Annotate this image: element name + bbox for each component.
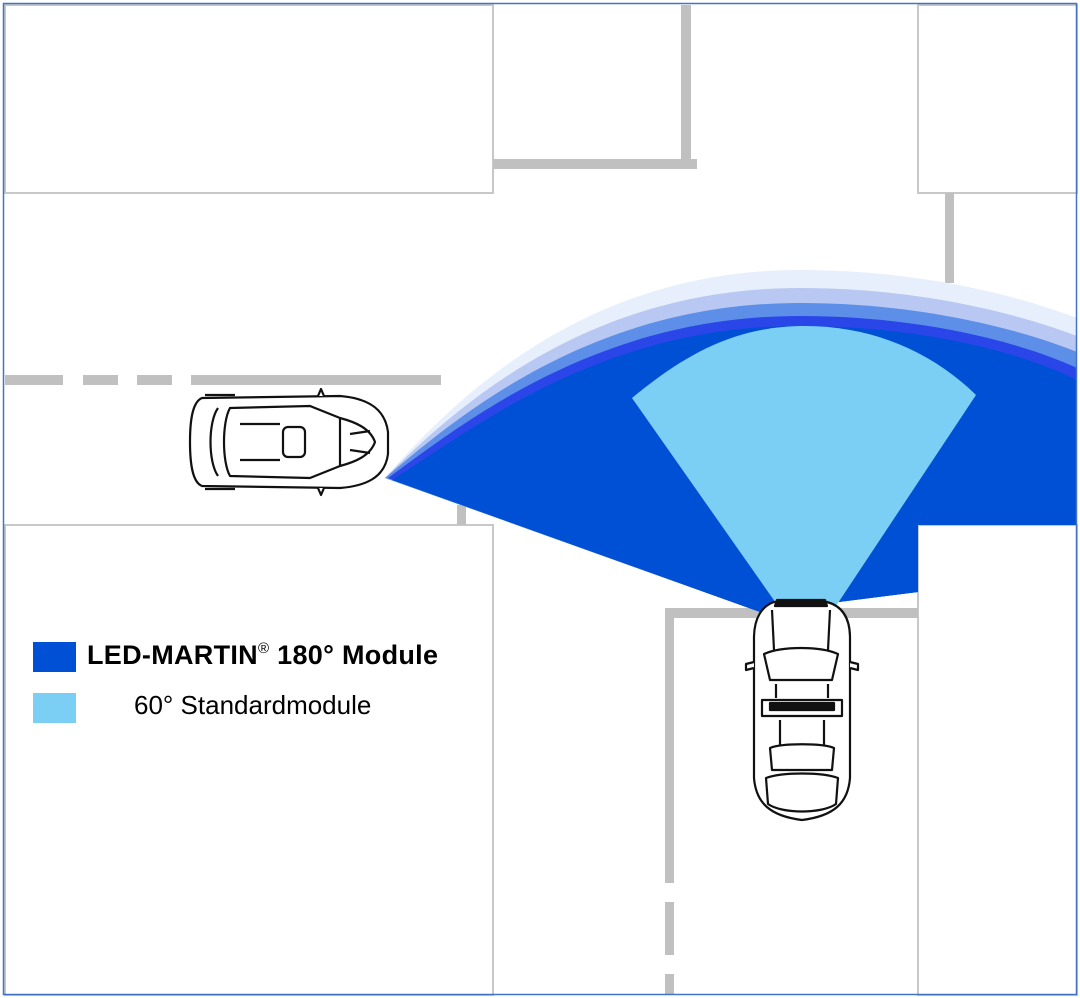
- lane-dash-3: [137, 375, 172, 385]
- bottom-car-front-bumper: [773, 598, 829, 608]
- lane-dash-bottom-1: [665, 902, 674, 955]
- bottom-car: [744, 598, 860, 822]
- road-line-left-stub: [457, 505, 466, 525]
- block-top-left: [4, 4, 494, 194]
- road-line-bottom-v: [665, 608, 674, 883]
- legend-swatch-60-module: [33, 693, 76, 723]
- bottom-car-trunk: [764, 772, 840, 813]
- city-blocks: [4, 4, 1078, 996]
- lane-dash-4: [191, 375, 441, 385]
- bottom-car-windshield: [762, 646, 840, 682]
- lane-dash-2: [83, 375, 118, 385]
- road-line-top-middle-v: [681, 5, 691, 169]
- legend-item-180-module: LED-MARTIN® 180° Module: [33, 638, 493, 692]
- legend-swatch-180-module: [33, 642, 76, 672]
- left-car-mirror-bottom: [316, 487, 326, 497]
- bottom-car-mirror-left: [744, 660, 755, 672]
- module-60-light-wedge: [632, 326, 976, 606]
- road-line-right-stub: [945, 193, 954, 283]
- legend: LED-MARTIN® 180° Module 60° Standardmodu…: [33, 638, 493, 746]
- legend-label-60-module: 60° Standardmodule: [134, 690, 372, 720]
- road-line-top-middle-h: [493, 159, 697, 169]
- left-car-sunroof: [281, 425, 307, 459]
- lane-dash-1: [5, 375, 63, 385]
- lane-dash-bottom-2: [665, 974, 674, 995]
- bottom-car-mirror-right: [849, 660, 860, 672]
- legend-item-60-module: 60° Standardmodule: [33, 690, 493, 746]
- left-car: [188, 387, 390, 497]
- left-car-mirror-top: [316, 387, 326, 397]
- bottom-car-rear-window: [768, 743, 836, 772]
- legend-label-180-module: LED-MARTIN® 180° Module: [87, 640, 439, 670]
